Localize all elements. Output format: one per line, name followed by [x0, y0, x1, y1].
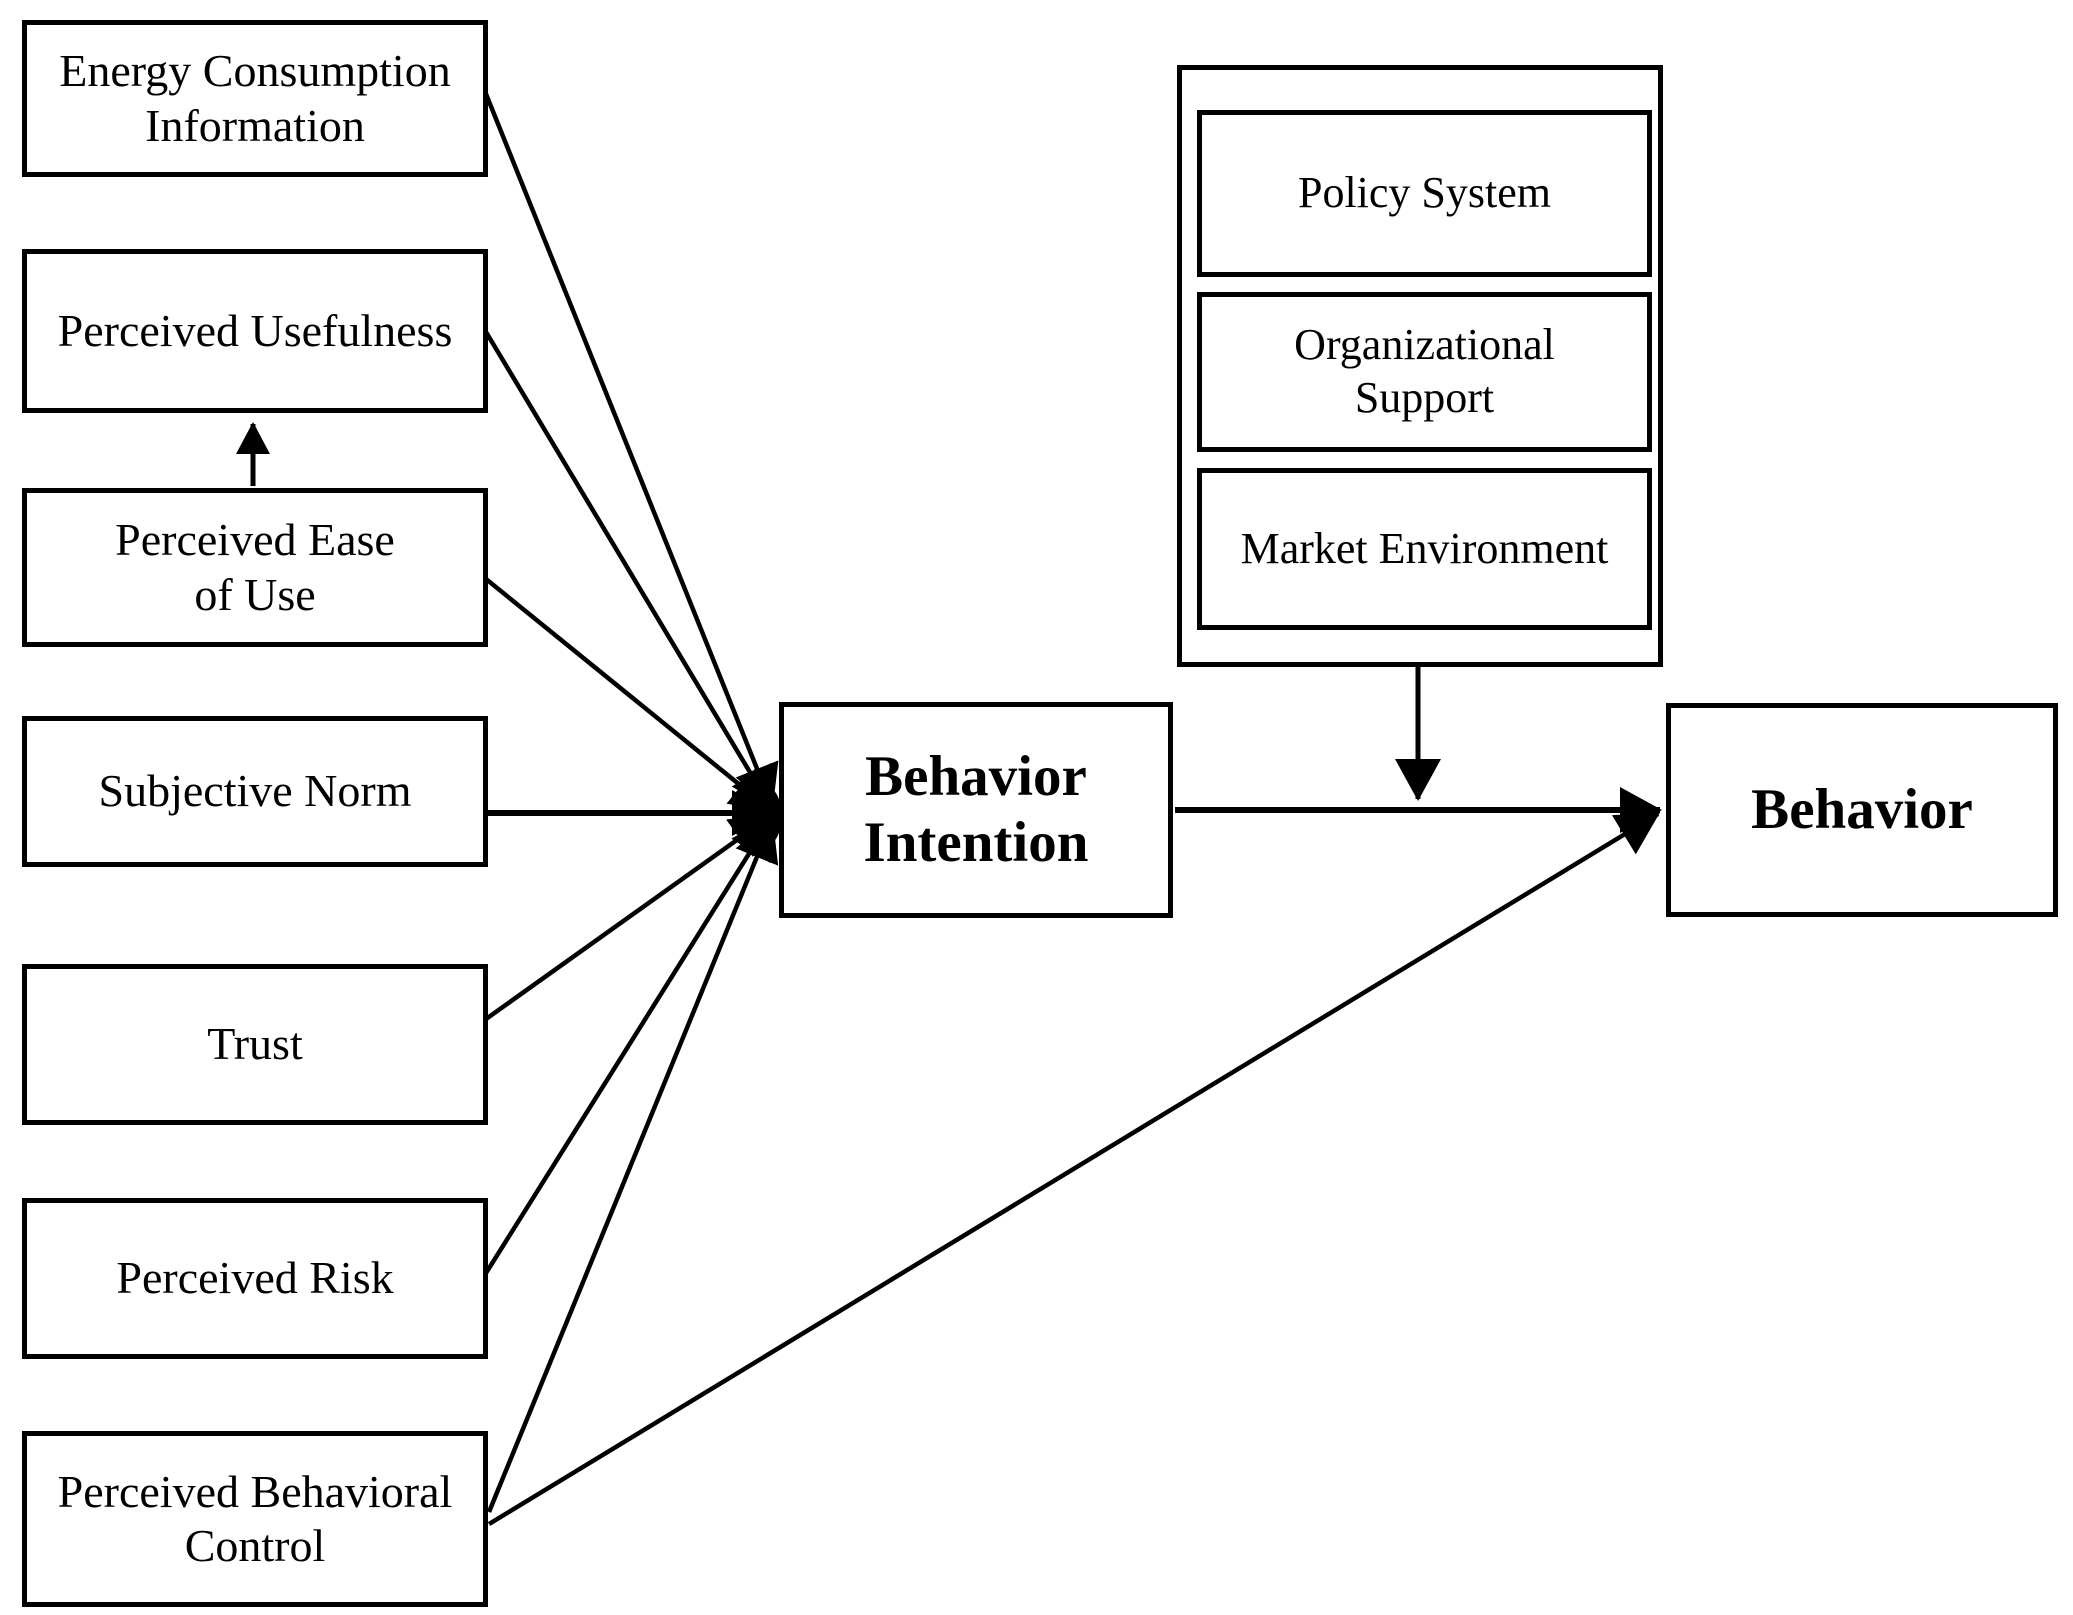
box-moderators-container: Policy System Organizational Support Mar… — [1177, 65, 1663, 667]
box-energy-consumption-information: Energy Consumption Information — [22, 20, 488, 177]
arrow-perceived-ease-to-intention — [484, 577, 774, 813]
arrow-energy-info-to-intention — [483, 93, 779, 808]
box-trust: Trust — [22, 964, 488, 1125]
label-behavior-intention: Behavior Intention — [863, 745, 1089, 874]
arrowhead-convergence-blob — [736, 782, 782, 850]
box-perceived-usefulness: Perceived Usefulness — [22, 249, 488, 413]
label-market-environment: Market Environment — [1240, 523, 1609, 573]
box-perceived-ease-of-use: Perceived Ease of Use — [22, 488, 488, 647]
label-perceived-usefulness: Perceived Usefulness — [57, 304, 453, 356]
label-trust: Trust — [207, 1018, 303, 1070]
label-perceived-ease-of-use: Perceived Ease of Use — [115, 514, 395, 620]
box-policy-system: Policy System — [1197, 110, 1652, 277]
box-behavior-intention: Behavior Intention — [779, 702, 1173, 918]
box-organizational-support: Organizational Support — [1197, 292, 1652, 452]
box-market-environment: Market Environment — [1197, 468, 1652, 630]
box-perceived-risk: Perceived Risk — [22, 1198, 488, 1359]
arrow-trust-to-intention — [484, 813, 774, 1021]
label-behavior: Behavior — [1751, 778, 1973, 842]
label-perceived-risk: Perceived Risk — [116, 1252, 394, 1304]
box-perceived-behavioral-control: Perceived Behavioral Control — [22, 1431, 488, 1607]
box-subjective-norm: Subjective Norm — [22, 716, 488, 867]
arrow-perceived-usefulness-to-intention — [484, 330, 774, 811]
arrow-perceived-risk-to-intention — [484, 815, 774, 1275]
label-perceived-behavioral-control: Perceived Behavioral Control — [57, 1465, 453, 1571]
label-energy-consumption-information: Energy Consumption Information — [59, 45, 451, 151]
arrow-behavioral-control-to-intention — [486, 818, 779, 1513]
label-organizational-support: Organizational Support — [1294, 320, 1555, 422]
label-policy-system: Policy System — [1297, 168, 1552, 218]
box-behavior: Behavior — [1666, 703, 2058, 917]
arrow-behavioral-control-to-behavior — [487, 812, 1660, 1526]
label-subjective-norm: Subjective Norm — [98, 765, 412, 817]
